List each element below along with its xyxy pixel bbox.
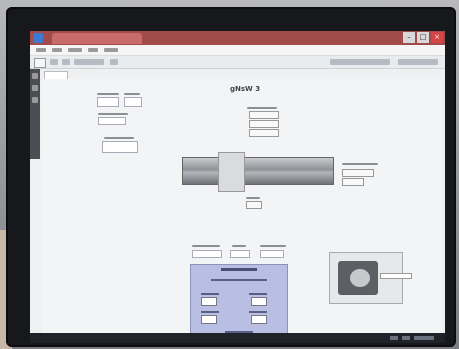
search-field[interactable] bbox=[330, 59, 390, 65]
beam-web-section bbox=[218, 152, 245, 192]
taskbar bbox=[30, 333, 445, 343]
cluster-indicator bbox=[251, 297, 267, 306]
cluster-label bbox=[225, 331, 253, 333]
menu-item[interactable] bbox=[36, 48, 46, 52]
profile-section-image bbox=[338, 261, 378, 295]
window-controls: – □ × bbox=[403, 32, 443, 43]
control-label bbox=[260, 245, 286, 247]
numeric-control[interactable] bbox=[124, 97, 142, 107]
monitor-bezel: – □ × gNsW 3 bbox=[6, 7, 456, 347]
cluster-indicator bbox=[251, 315, 267, 324]
app-icon[interactable] bbox=[33, 33, 43, 43]
numeric-control[interactable] bbox=[230, 250, 250, 258]
cluster-label bbox=[249, 293, 267, 295]
toolbar-button[interactable] bbox=[62, 59, 70, 65]
tool-icon[interactable] bbox=[32, 73, 38, 79]
text-control[interactable] bbox=[98, 117, 126, 125]
screen: – □ × gNsW 3 bbox=[30, 31, 445, 343]
numeric-indicator bbox=[249, 120, 279, 128]
numeric-control[interactable] bbox=[97, 97, 119, 107]
toolbar-button[interactable] bbox=[50, 59, 58, 65]
font-selector[interactable] bbox=[74, 59, 104, 65]
minimize-icon[interactable]: – bbox=[403, 32, 415, 43]
tray-icon[interactable] bbox=[390, 336, 398, 340]
toolbar-button[interactable] bbox=[398, 59, 438, 65]
slider-control[interactable] bbox=[380, 273, 412, 279]
control-label bbox=[192, 245, 220, 247]
maximize-icon[interactable]: □ bbox=[417, 32, 429, 43]
cluster-label bbox=[201, 293, 219, 295]
cluster-label bbox=[201, 311, 219, 313]
run-arrow-icon[interactable] bbox=[34, 58, 46, 68]
cluster-indicator bbox=[201, 297, 217, 306]
tools-palette bbox=[30, 69, 40, 159]
control-label bbox=[104, 137, 134, 139]
indicator-label bbox=[246, 197, 260, 199]
menu-item[interactable] bbox=[88, 48, 98, 52]
cluster-heading bbox=[221, 268, 257, 271]
control-label bbox=[97, 93, 119, 95]
control-label bbox=[124, 93, 140, 95]
profile-hole bbox=[350, 269, 370, 287]
beam-image bbox=[182, 152, 334, 192]
numeric-indicator bbox=[249, 129, 279, 137]
menu-item[interactable] bbox=[104, 48, 118, 52]
tool-icon[interactable] bbox=[32, 85, 38, 91]
numeric-indicator bbox=[246, 201, 262, 209]
control-label bbox=[232, 245, 246, 247]
close-icon[interactable]: × bbox=[431, 32, 443, 43]
numeric-indicator bbox=[342, 178, 364, 186]
cluster-indicator bbox=[201, 315, 217, 324]
toolbar-button[interactable] bbox=[110, 59, 118, 65]
tool-icon[interactable] bbox=[32, 97, 38, 103]
cluster-label bbox=[211, 279, 267, 281]
menu-item[interactable] bbox=[68, 48, 82, 52]
numeric-control[interactable] bbox=[260, 250, 284, 258]
toolbar bbox=[30, 56, 445, 69]
title-bar: – □ × bbox=[30, 31, 445, 45]
numeric-indicator bbox=[342, 169, 374, 177]
front-panel: gNsW 3 bbox=[42, 79, 442, 342]
profile-image-frame bbox=[329, 252, 412, 304]
numeric-control[interactable] bbox=[192, 250, 222, 258]
cluster-label bbox=[249, 311, 267, 313]
indicator-label bbox=[342, 163, 378, 165]
window-tab[interactable] bbox=[52, 33, 142, 44]
indicator-label bbox=[247, 107, 277, 109]
results-cluster bbox=[190, 264, 288, 342]
menu-item[interactable] bbox=[52, 48, 62, 52]
tray-icon[interactable] bbox=[402, 336, 410, 340]
panel-title: gNsW 3 bbox=[230, 85, 261, 93]
numeric-indicator bbox=[249, 111, 279, 119]
menu-bar bbox=[30, 45, 445, 56]
enum-control[interactable] bbox=[102, 141, 138, 153]
clock bbox=[414, 336, 434, 340]
control-label bbox=[98, 113, 128, 115]
